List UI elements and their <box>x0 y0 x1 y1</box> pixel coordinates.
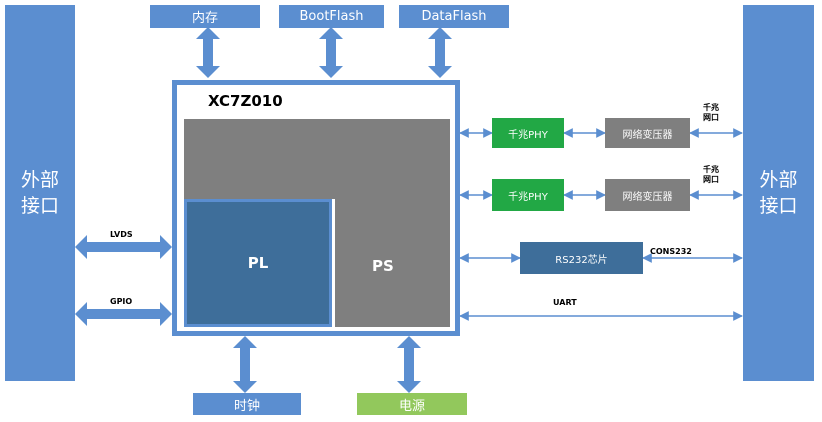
phy-block-2: 千兆PHY <box>492 179 564 211</box>
chip-title: XC7Z010 <box>208 92 283 110</box>
dataflash-block: DataFlash <box>399 5 509 28</box>
uart-label: UART <box>553 298 577 307</box>
arrow-memory <box>196 27 220 78</box>
right-interface-block: 外部 接口 <box>743 5 814 381</box>
arrow-gpio <box>75 302 172 326</box>
clock-block: 时钟 <box>193 393 301 415</box>
lvds-label: LVDS <box>110 230 133 239</box>
cons232-label: CONS232 <box>650 247 692 256</box>
transformer-block-2: 网络变压器 <box>605 179 690 211</box>
gige-port-label-1: 千兆 网口 <box>703 103 719 122</box>
ps-block-lower <box>335 199 450 327</box>
gige-port-label-2: 千兆 网口 <box>703 165 719 184</box>
arrow-lvds <box>75 235 172 259</box>
rs232-block: RS232芯片 <box>520 242 643 274</box>
bootflash-block: BootFlash <box>279 5 384 28</box>
gpio-label: GPIO <box>110 297 133 306</box>
thin-arrows <box>459 128 743 321</box>
arrow-bootflash <box>319 27 343 78</box>
transformer-block-1: 网络变压器 <box>605 118 690 148</box>
left-interface-block: 外部 接口 <box>5 5 75 381</box>
ps-block-upper <box>184 119 450 199</box>
ps-label: PS <box>372 257 394 275</box>
thick-arrows <box>75 27 452 393</box>
pl-block: PL <box>184 199 332 327</box>
power-block: 电源 <box>357 393 467 415</box>
phy-block-1: 千兆PHY <box>492 118 564 148</box>
memory-block: 内存 <box>150 5 260 28</box>
arrow-dataflash <box>428 27 452 78</box>
arrow-power <box>397 336 421 393</box>
arrow-clock <box>233 336 257 393</box>
